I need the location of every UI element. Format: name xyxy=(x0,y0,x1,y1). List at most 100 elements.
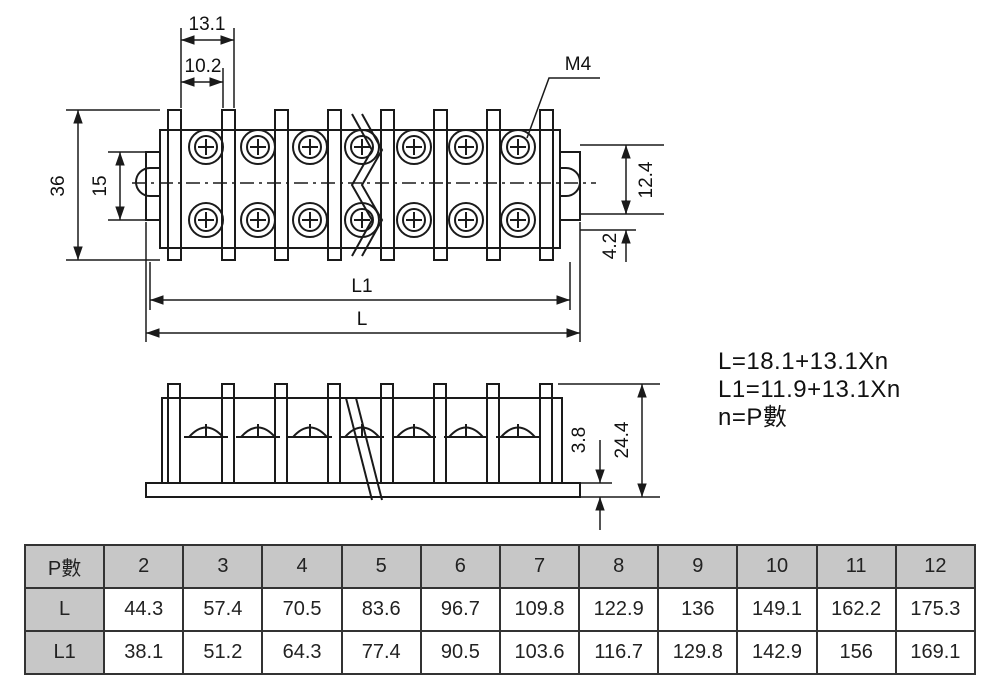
dim-24-4-text: 24.4 xyxy=(612,421,633,458)
dim-15-text: 15 xyxy=(90,175,111,196)
side-break-right xyxy=(355,397,383,501)
screw-head xyxy=(448,129,484,165)
screws-side xyxy=(184,424,540,438)
screw-head xyxy=(396,129,432,165)
table-cell: 129.8 xyxy=(657,630,739,675)
base-plate xyxy=(145,482,581,498)
table-cell: 142.9 xyxy=(736,630,818,675)
table-cell: 10 xyxy=(736,544,818,589)
side-break-left xyxy=(345,397,373,501)
side-barrier xyxy=(167,383,181,484)
screw-head xyxy=(500,202,536,238)
table-cell: 12 xyxy=(894,544,977,589)
table-cell: 149.1 xyxy=(736,587,818,632)
screw-inner xyxy=(506,208,530,232)
side-barrier xyxy=(221,383,235,484)
barrier xyxy=(274,109,289,261)
screw-inner xyxy=(298,208,322,232)
screw-head xyxy=(188,202,224,238)
screw-inner xyxy=(194,208,218,232)
m4-leader xyxy=(526,77,600,139)
screw-head xyxy=(240,129,276,165)
table-cell: 44.3 xyxy=(103,587,185,632)
left-mount-tab xyxy=(145,151,160,221)
screw-inner xyxy=(402,135,426,159)
left-mount-slot xyxy=(135,167,160,197)
break-mark-left xyxy=(350,113,374,257)
dim-3-8-text: 3.8 xyxy=(569,427,590,453)
screw-inner xyxy=(298,135,322,159)
table-cell: 116.7 xyxy=(578,630,660,675)
barrier xyxy=(167,109,182,261)
dim-36-text: 36 xyxy=(48,175,69,196)
dim-L1-text: L1 xyxy=(351,276,372,297)
screws-top xyxy=(188,129,536,238)
screw-head xyxy=(448,202,484,238)
side-barrier xyxy=(539,383,553,484)
table-cell: 162.2 xyxy=(815,587,897,632)
screw-inner xyxy=(454,135,478,159)
barrier xyxy=(221,109,236,261)
table-cell: 6 xyxy=(419,544,501,589)
screw-head xyxy=(500,129,536,165)
screw-head xyxy=(292,202,328,238)
screw-head xyxy=(396,202,432,238)
side-view xyxy=(145,383,581,501)
screw-inner xyxy=(454,208,478,232)
table-cell: L xyxy=(23,587,106,632)
table-cell: 136 xyxy=(657,587,739,632)
side-barrier xyxy=(433,383,447,484)
side-barrier xyxy=(327,383,341,484)
dim-12-4-text: 12.4 xyxy=(636,161,657,198)
table-cell: 96.7 xyxy=(419,587,501,632)
table-cell: 70.5 xyxy=(261,587,343,632)
table-cell: 64.3 xyxy=(261,630,343,675)
table-cell: 169.1 xyxy=(894,630,977,675)
terminal-block-drawing: 13.1 10.2 M4 36 15 12.4 4.2 L1 L 3.8 24.… xyxy=(48,14,664,530)
table-cell: 57.4 xyxy=(182,587,264,632)
side-barrier xyxy=(274,383,288,484)
right-mount-tab xyxy=(560,151,581,221)
dim-4-2-text: 4.2 xyxy=(600,233,621,259)
screw-inner xyxy=(506,135,530,159)
formula-block: L=18.1+13.1Xn L1=11.9+13.1Xn n=P數 xyxy=(718,348,901,432)
dim-m4-text: M4 xyxy=(565,54,592,75)
barriers-side xyxy=(167,383,553,484)
table-cell: 175.3 xyxy=(894,587,977,632)
table-cell: 38.1 xyxy=(103,630,185,675)
table-cell: 4 xyxy=(261,544,343,589)
side-barrier xyxy=(486,383,500,484)
barrier xyxy=(327,109,342,261)
screw-inner xyxy=(194,135,218,159)
formula-n: n=P數 xyxy=(718,404,788,431)
side-body xyxy=(161,397,563,484)
table-cell: 90.5 xyxy=(419,630,501,675)
table-cell: 3 xyxy=(182,544,264,589)
dim-13-1-text: 13.1 xyxy=(189,14,226,35)
table-cell: P數 xyxy=(23,544,106,589)
table-row: L1 38.1 51.2 64.3 77.4 90.5 103.6 116.7 … xyxy=(23,630,977,675)
barrier xyxy=(539,109,554,261)
table-cell: 11 xyxy=(815,544,897,589)
formula-L: L=18.1+13.1Xn xyxy=(718,348,889,375)
table-cell: 8 xyxy=(578,544,660,589)
table-cell: 5 xyxy=(340,544,422,589)
break-mark-right xyxy=(360,113,384,257)
barrier xyxy=(486,109,501,261)
table-cell: 103.6 xyxy=(498,630,581,675)
dim-L-text: L xyxy=(357,309,368,330)
table-cell: 83.6 xyxy=(340,587,422,632)
screw-inner xyxy=(402,208,426,232)
table-header-row: P數 2 3 4 5 6 7 8 9 10 11 12 xyxy=(23,544,977,589)
table-cell: 2 xyxy=(103,544,185,589)
screw-head xyxy=(188,129,224,165)
table-row: L 44.3 57.4 70.5 83.6 96.7 109.8 122.9 1… xyxy=(23,587,977,632)
dimension-table: P數 2 3 4 5 6 7 8 9 10 11 12 L 44.3 57.4 … xyxy=(23,544,977,675)
barrier xyxy=(433,109,448,261)
table-cell: 51.2 xyxy=(182,630,264,675)
table-cell: 122.9 xyxy=(578,587,660,632)
side-barrier xyxy=(380,383,394,484)
table-cell: L1 xyxy=(23,630,106,675)
table-cell: 9 xyxy=(657,544,739,589)
right-mount-slot xyxy=(560,167,581,197)
